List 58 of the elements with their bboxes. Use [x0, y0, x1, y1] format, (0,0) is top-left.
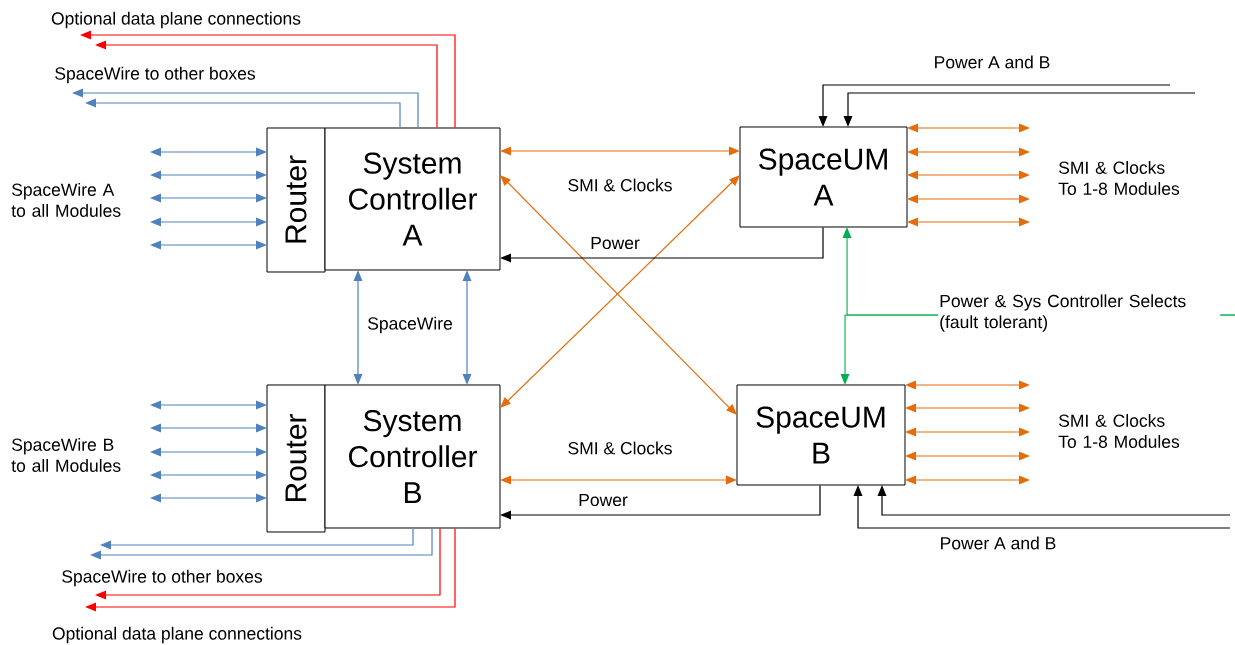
- edge-label: SMI & Clocks: [566, 177, 674, 193]
- edge-label: SpaceWire to other boxes: [53, 65, 257, 85]
- arrow: [150, 147, 267, 157]
- edge-label: Power A and B: [938, 535, 1058, 551]
- edge-label: Power A and B: [932, 54, 1052, 70]
- arrow: [95, 527, 441, 600]
- arrow: [100, 527, 414, 550]
- arrow: [85, 98, 401, 129]
- arrow: [500, 484, 821, 520]
- arrow: [150, 493, 267, 503]
- arrow: [150, 423, 267, 433]
- text-label: SpaceWire A to all Modules: [11, 183, 121, 217]
- arrow: [353, 270, 363, 385]
- arrow: [150, 447, 267, 457]
- arrow: [150, 193, 267, 203]
- arrow: [853, 485, 1231, 529]
- arrow: [905, 380, 1030, 390]
- router-box: Router: [266, 127, 326, 273]
- arrow: [500, 475, 737, 485]
- edge-label: Power: [589, 235, 641, 251]
- text-label: SpaceWire B to all Modules: [11, 438, 121, 472]
- arrow: [905, 427, 1030, 437]
- arrow: [500, 226, 824, 263]
- arrow: [905, 403, 1030, 413]
- arrow: [150, 170, 267, 180]
- edge-label: SpaceWire to other boxes: [60, 568, 264, 588]
- arrow: [150, 240, 267, 250]
- arrow: [80, 30, 456, 129]
- edge-label: SMI & Clocks: [566, 440, 674, 456]
- arrow: [907, 217, 1030, 227]
- arrow: [818, 84, 1171, 127]
- arrow: [843, 92, 1196, 127]
- text-label: SMI & Clocks To 1-8 Modules: [1058, 414, 1180, 448]
- arrow: [877, 485, 1231, 516]
- edge-label: Power & Sys Controller Selects (fault tolerant): [938, 293, 1221, 333]
- arrow: [907, 147, 1030, 157]
- arrow: [85, 527, 456, 612]
- arrow: [95, 40, 438, 129]
- arrow: [150, 217, 267, 227]
- router-box: Router: [266, 384, 326, 533]
- arrow: [150, 400, 267, 410]
- arrow: [500, 146, 740, 156]
- arrow: [907, 170, 1030, 180]
- arrow: [462, 270, 472, 385]
- arrow: [72, 88, 419, 129]
- arrow: [905, 451, 1030, 461]
- arrow: [905, 475, 1030, 485]
- module-box: SpaceUM B: [736, 384, 906, 486]
- edge-label: SpaceWire: [366, 315, 454, 335]
- edge-label: Optional data plane connections: [50, 10, 303, 30]
- arrow: [150, 470, 267, 480]
- arrow: [907, 194, 1030, 204]
- text-label: SMI & Clocks To 1-8 Modules: [1058, 161, 1180, 195]
- module-box: SpaceUM A: [739, 126, 908, 228]
- edge-label: Power: [577, 492, 629, 508]
- arrow: [907, 123, 1030, 133]
- arrow: [90, 527, 433, 560]
- edge-label: Optional data plane connections: [51, 625, 304, 645]
